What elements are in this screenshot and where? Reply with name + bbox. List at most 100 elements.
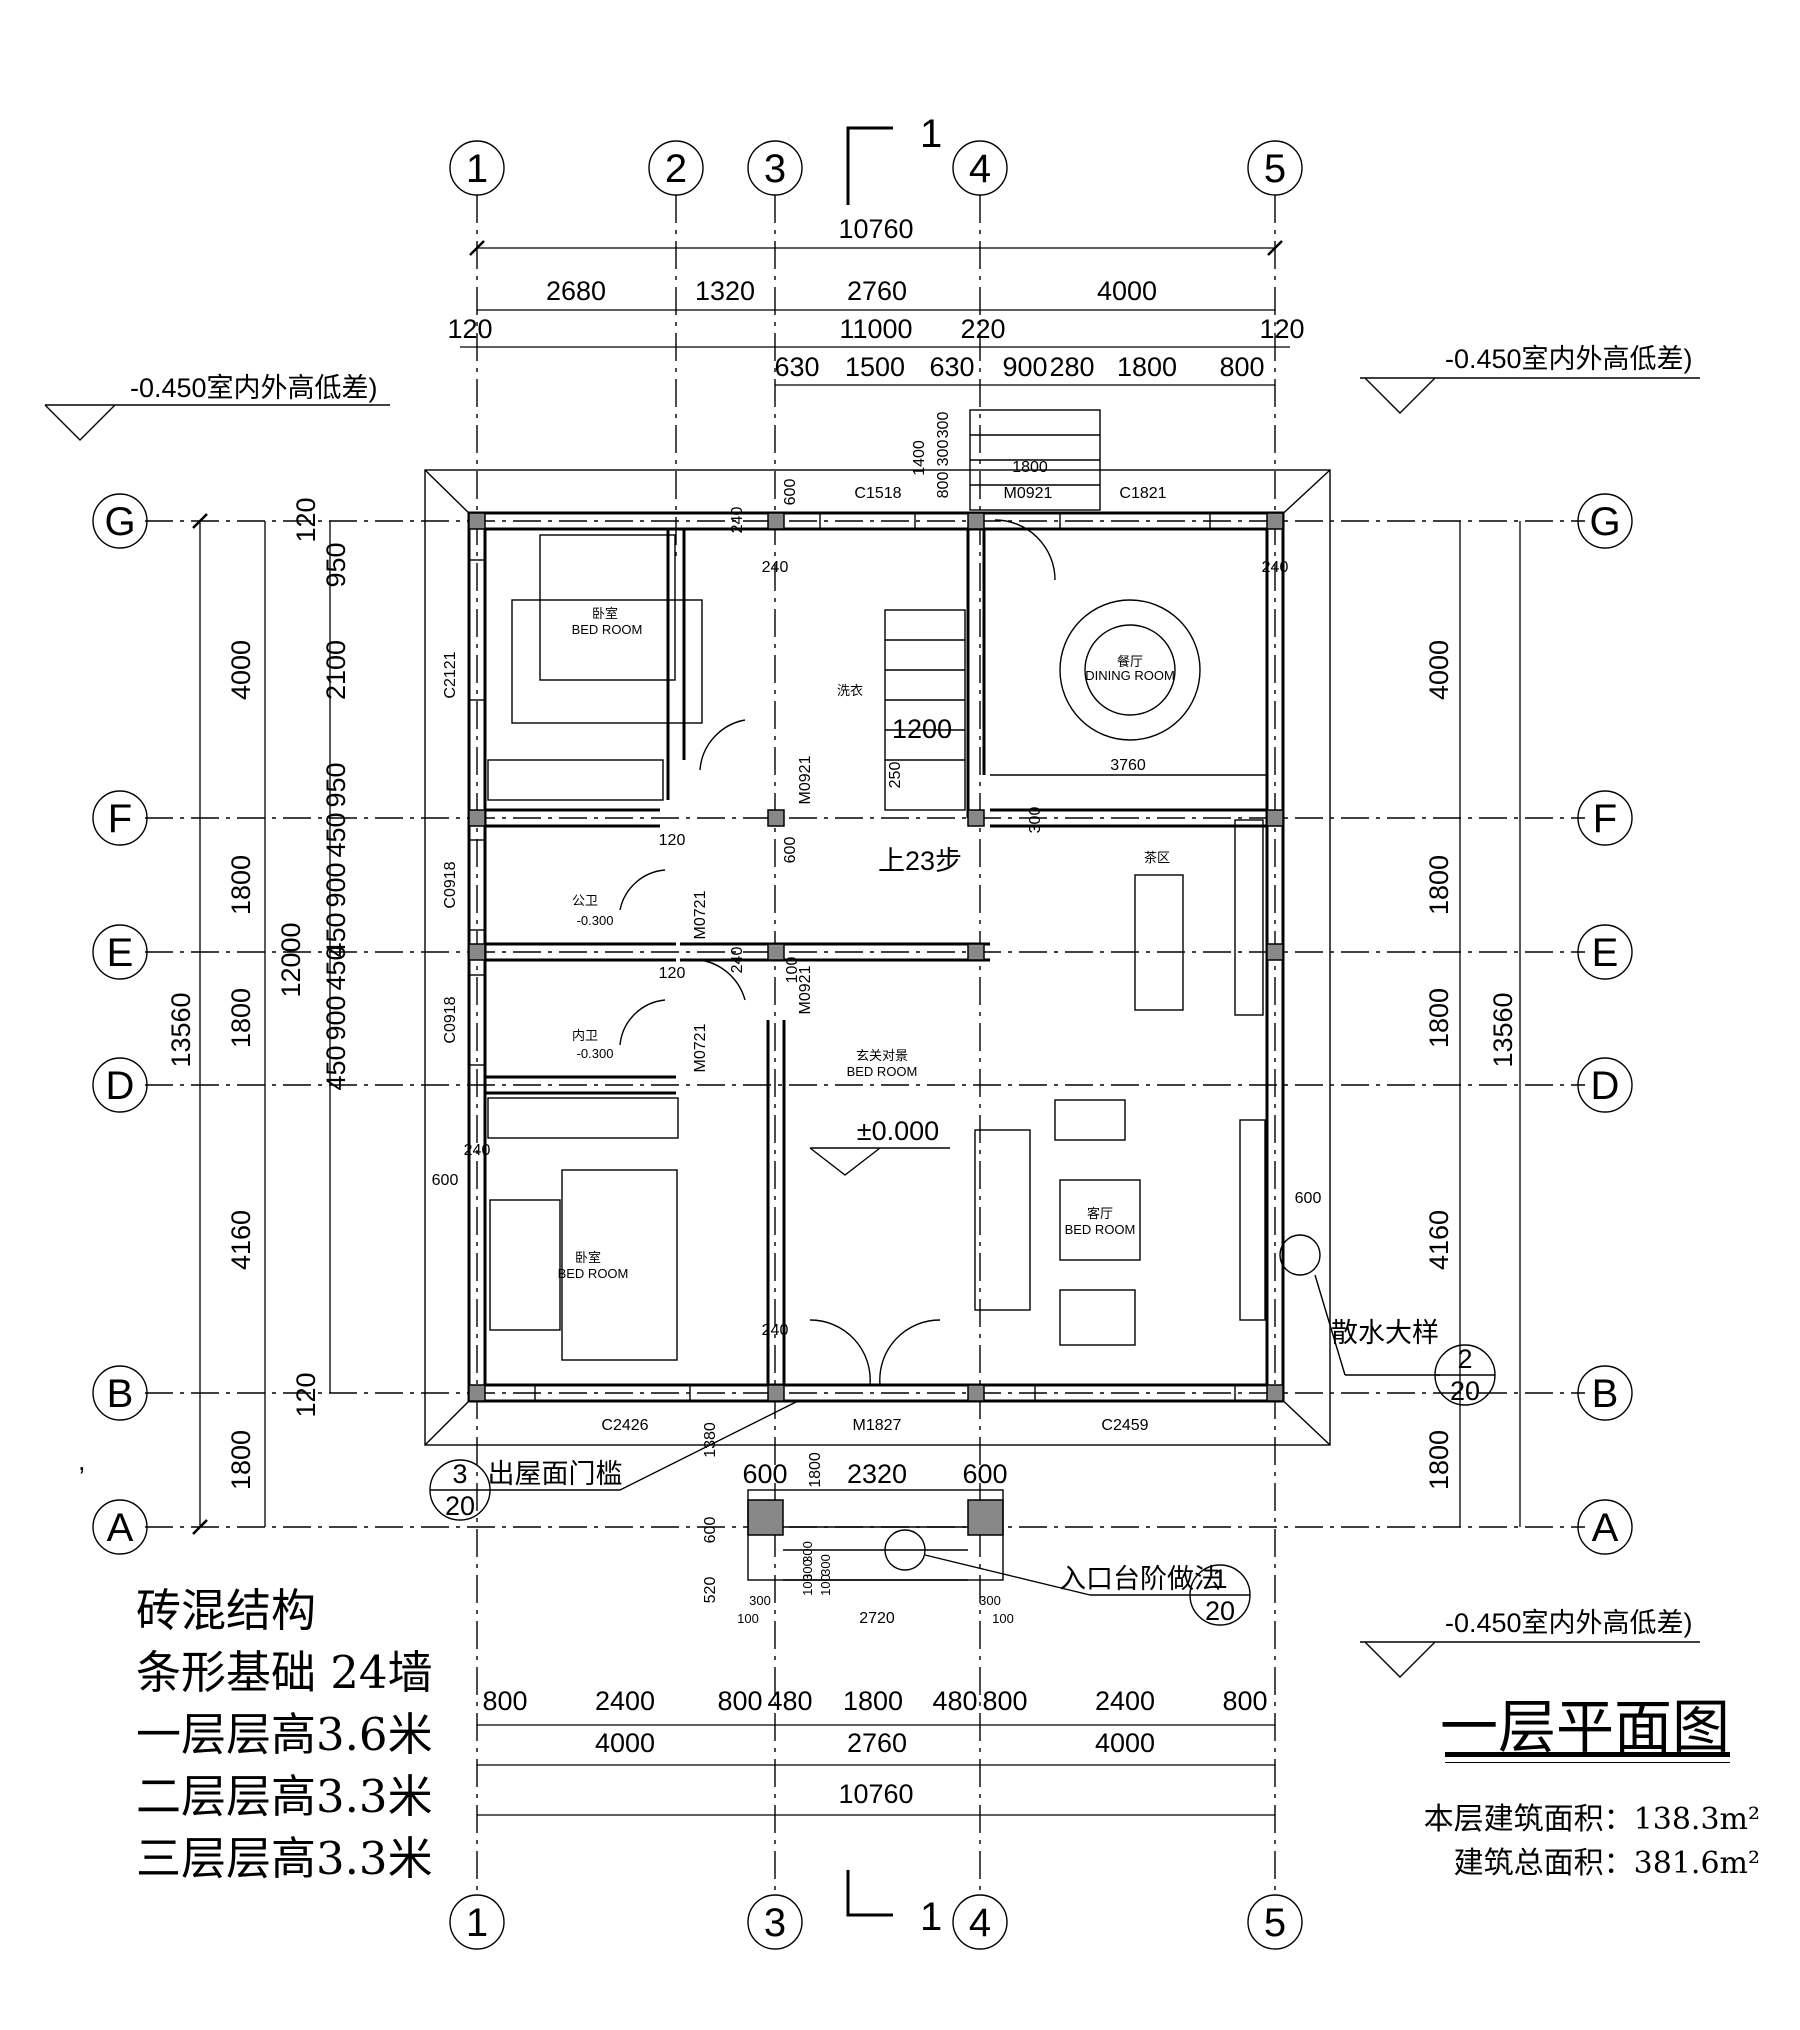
dim-entry-600-b: 600 — [962, 1459, 1007, 1489]
dim-left-inner-450-c: 450 — [321, 945, 351, 990]
dim-entry-1380: 1380 — [702, 1422, 719, 1458]
room-bedroom-1-en: BED ROOM — [572, 622, 643, 637]
dim-bottom-2400-b: 2400 — [1095, 1686, 1155, 1716]
dim-left-4000: 4000 — [226, 640, 256, 700]
drawing-title: 一层平面图 — [1440, 1693, 1731, 1761]
room-living-cn: 客厅 — [1087, 1206, 1113, 1221]
callout-apron-text: 散水大样 — [1331, 1318, 1439, 1348]
dimension-lines — [192, 240, 1521, 1816]
dim-top-1500: 1500 — [845, 352, 905, 382]
top-dimensions: 10760 2680 1320 2760 4000 120 11000 220 … — [447, 214, 1304, 382]
dim-bottom-480-b: 480 — [932, 1686, 977, 1716]
door-m0721-b: M0721 — [692, 1023, 709, 1072]
level-note-right-top: -0.450室内外高低差) — [1445, 344, 1693, 374]
dim-left-1800-c: 1800 — [226, 1430, 256, 1490]
level-note-right-bottom: -0.450室内外高低差) — [1445, 1608, 1693, 1638]
construction-notes: 砖混结构 条形基础 24墙 一层层高3.6米 二层层高3.3米 三层层高3.3米 — [136, 1580, 433, 1890]
window-c2459: C2459 — [1101, 1417, 1148, 1434]
axis-label-left-B: B — [107, 1372, 134, 1416]
dim-misc-240-a: 240 — [729, 507, 746, 534]
axis-label-right-G: G — [1589, 500, 1620, 544]
dim-misc-240-b: 240 — [762, 559, 789, 576]
axis-bubble-top-4 — [952, 140, 1008, 196]
room-dining-en: DINING ROOM — [1085, 668, 1175, 683]
opening-labels: C1518 M0921 C1821 C2121 M0921 C0918 C091… — [442, 485, 1167, 1434]
axis-bubble-top-5 — [1247, 140, 1303, 196]
floor-area-label: 本层建筑面积： — [1423, 1802, 1634, 1837]
dim-left-inner-950-b: 950 — [321, 762, 351, 807]
dim-entry-300-b: 300 — [818, 1554, 833, 1576]
dim-top-280: 280 — [1049, 352, 1094, 382]
callout-threshold-sheet: 20 — [445, 1491, 475, 1521]
window-c0918-b: C0918 — [442, 996, 459, 1043]
dim-top-900: 900 — [1002, 352, 1047, 382]
axis-label-bottom-4: 4 — [969, 1901, 991, 1945]
level-markers — [44, 377, 1700, 1678]
window-c2121: C2121 — [442, 651, 459, 698]
callout-steps-text: 入口台阶做法 — [1059, 1564, 1221, 1594]
dim-entry-520: 520 — [702, 1577, 719, 1604]
structural-columns — [468, 512, 1284, 1536]
dim-top-2680: 2680 — [546, 276, 606, 306]
room-foyer-cn: 玄关对景 — [856, 1048, 908, 1063]
total-area-line: 建筑总面积：381.6m² — [1380, 1842, 1760, 1886]
axis-label-bottom-1: 1 — [466, 1901, 488, 1945]
axis-bubble-left-F — [92, 790, 148, 846]
dim-misc-600-a: 600 — [782, 837, 799, 864]
dim-right-overall: 13560 — [1488, 992, 1518, 1067]
axis-label-bottom-5: 5 — [1264, 1901, 1286, 1945]
dim-misc-240-d: 240 — [464, 1142, 491, 1159]
roof-outline — [424, 469, 1331, 1446]
dim-misc-600-b: 600 — [782, 479, 799, 506]
dim-top-120-left: 120 — [447, 314, 492, 344]
axis-bubble-top-2 — [648, 140, 704, 196]
axis-label-top-4: 4 — [969, 147, 991, 191]
dim-top-overall: 10760 — [838, 214, 913, 244]
dim-left-inner-450-b: 450 — [321, 912, 351, 957]
dim-left-inner-900-a: 900 — [321, 862, 351, 907]
axis-label-left-D: D — [106, 1064, 135, 1108]
dim-misc-600-d: 600 — [1295, 1190, 1322, 1207]
axis-bubble-right-F — [1577, 790, 1633, 846]
dim-top-120-right: 120 — [1259, 314, 1304, 344]
callout-steps-sheet: 20 — [1205, 1596, 1235, 1626]
axis-bubble-left-D — [92, 1057, 148, 1113]
callout-threshold-number: 3 — [452, 1459, 467, 1489]
dim-right-1800-a: 1800 — [1424, 855, 1454, 915]
section-marks: 1 1 — [846, 112, 942, 1939]
room-bedroom-2-en: BED ROOM — [558, 1266, 629, 1281]
right-dimensions: 13560 4000 1800 1800 4160 1800 — [1424, 640, 1518, 1490]
axis-bubble-right-E — [1577, 924, 1633, 980]
dim-left-overall: 13560 — [166, 992, 196, 1067]
dim-stair-300-a: 300 — [935, 412, 952, 439]
room-labels: 卧室 BED ROOM 洗衣 餐厅 DINING ROOM 茶区 公卫 -0.3… — [558, 606, 1175, 1281]
dim-left-1800-a: 1800 — [226, 855, 256, 915]
dim-top-220: 220 — [960, 314, 1005, 344]
dim-entry-100-a: 100 — [800, 1574, 815, 1596]
dim-bottom-800-d: 800 — [1222, 1686, 1267, 1716]
dim-misc-3760: 3760 — [1110, 757, 1146, 774]
entry-steps — [747, 1489, 1004, 1581]
dim-bottom-2760: 2760 — [847, 1728, 907, 1758]
dim-bottom-800-b: 800 — [717, 1686, 762, 1716]
dim-entry-300-d: 300 — [979, 1593, 1001, 1608]
axis-bubble-left-A — [92, 1499, 148, 1555]
dim-entry-300-e: 300 — [800, 1559, 815, 1581]
callout-threshold-text: 出屋面门槛 — [488, 1459, 623, 1489]
room-laundry: 洗衣 — [837, 683, 863, 698]
dim-stair-300-b: 300 — [935, 440, 952, 467]
dim-entry-100-c: 100 — [737, 1611, 759, 1626]
dim-right-1800-b: 1800 — [1424, 988, 1454, 1048]
door-m0921-hall: M0921 — [797, 965, 814, 1014]
dim-misc-1800: 1800 — [1012, 459, 1048, 476]
axis-bubble-left-G — [92, 493, 148, 549]
window-c0918-a: C0918 — [442, 861, 459, 908]
dim-left-inner-120-top: 120 — [291, 497, 321, 542]
axis-bubble-right-G — [1577, 493, 1633, 549]
window-c1821: C1821 — [1119, 485, 1166, 502]
axis-label-right-F: F — [1593, 797, 1617, 841]
note-floor1-height: 一层层高3.6米 — [136, 1708, 433, 1761]
dim-left-12000: 12000 — [276, 922, 306, 997]
dim-entry-600-a: 600 — [742, 1459, 787, 1489]
dim-entry-100-b: 100 — [818, 1574, 833, 1596]
